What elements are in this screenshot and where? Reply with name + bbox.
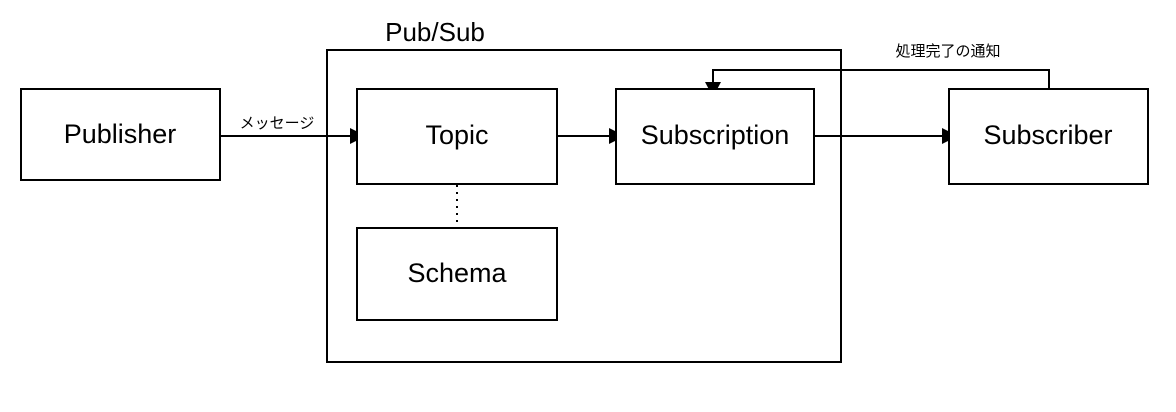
group-pubsub: Pub/Sub: [326, 17, 842, 363]
node-subscriber-label: Subscriber: [983, 120, 1112, 150]
node-topic-label: Topic: [425, 120, 488, 150]
group-pubsub-label: Pub/Sub: [385, 17, 485, 47]
node-subscription[interactable]: Subscription: [615, 88, 815, 185]
node-schema[interactable]: Schema: [356, 227, 558, 321]
node-topic[interactable]: Topic: [356, 88, 558, 185]
node-layer: Publisher Topic Schema Subscription Subs…: [20, 88, 1149, 321]
node-subscriber-box[interactable]: [948, 88, 1149, 185]
edge-publisher-to-topic: メッセージ: [221, 115, 366, 144]
node-publisher-label: Publisher: [64, 119, 177, 149]
node-subscription-label: Subscription: [641, 120, 790, 150]
edge-subscriber-to-subscription-ack-label: 処理完了の通知: [895, 43, 1000, 60]
edge-subscription-to-subscriber: [815, 128, 958, 144]
edge-subscriber-to-subscription-ack-line: [712, 69, 1050, 88]
node-subscriber[interactable]: Subscriber: [948, 88, 1149, 185]
node-subscription-box[interactable]: [615, 88, 815, 185]
node-publisher-box[interactable]: [20, 88, 221, 181]
edge-subscriber-to-subscription-ack: 処理完了の通知: [705, 43, 1050, 97]
node-publisher[interactable]: Publisher: [20, 88, 221, 181]
node-schema-box[interactable]: [356, 227, 558, 321]
node-schema-label: Schema: [407, 258, 507, 288]
node-topic-box[interactable]: [356, 88, 558, 185]
edge-publisher-to-topic-label: メッセージ: [240, 115, 315, 132]
group-pubsub-boundary: [326, 49, 842, 363]
edge-topic-to-subscription: [558, 128, 625, 144]
